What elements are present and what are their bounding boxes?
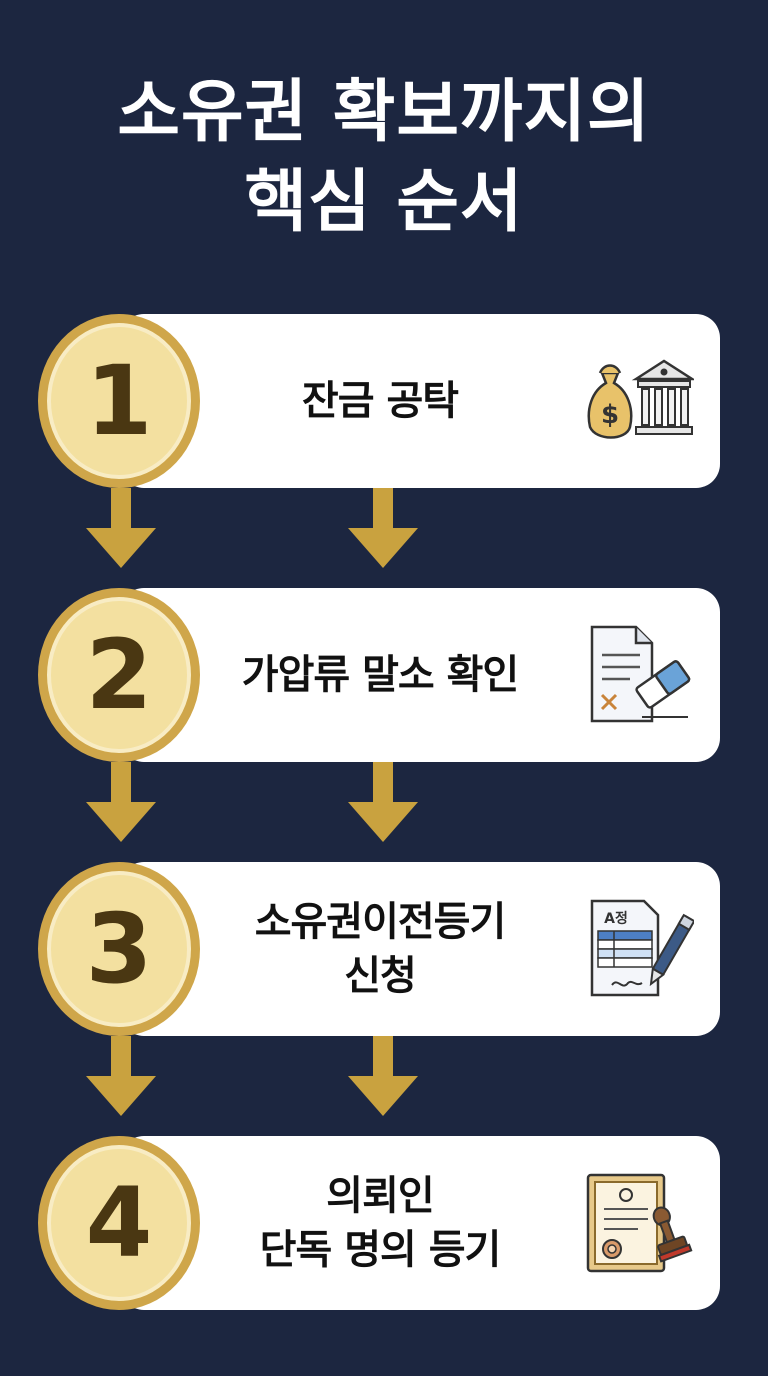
step-number-badge-1: 1 [38,314,200,488]
step-card-2: 가압류 말소 확인 [120,588,720,762]
step-card-3: 소유권이전등기 신청 A정 [120,862,720,1036]
step-number-badge-2: 2 [38,588,200,762]
down-arrow-icon [86,762,156,842]
application-form-pen-icon: A정 [590,899,694,997]
down-arrow-icon [348,762,418,842]
document-eraser-icon [590,625,691,723]
step-number-badge-4: 4 [38,1136,200,1310]
step-label-line: 의뢰인 [326,1173,434,1219]
step-number: 3 [85,893,153,1005]
down-arrow-icon [86,1036,156,1116]
step-label: 의뢰인 단독 명의 등기 [190,1136,570,1310]
svg-text:$: $ [601,400,619,430]
step-number: 1 [85,345,153,457]
certificate-stamp-icon [586,1173,693,1273]
title-line-1: 소유권 확보까지의 [117,73,651,152]
step-label-line: 소유권이전등기 [254,899,507,945]
step-number: 4 [85,1167,153,1279]
down-arrow-icon [348,1036,418,1116]
down-arrow-icon [86,488,156,568]
money-bag-bank-icon: $ [587,359,694,439]
step-number: 2 [85,619,153,731]
title-line-2: 핵심 순서 [244,163,524,242]
step-label-line: 잔금 공탁 [301,378,459,424]
page-title: 소유권 확보까지의 핵심 순서 [0,68,768,248]
step-card-4: 의뢰인 단독 명의 등기 [120,1136,720,1310]
step-label: 소유권이전등기 신청 [190,862,570,1036]
step-number-badge-3: 3 [38,862,200,1036]
step-card-1: 잔금 공탁 $ [120,314,720,488]
form-header-text: A정 [604,910,628,927]
step-label-line: 가압류 말소 확인 [241,652,519,698]
step-label-line: 단독 명의 등기 [259,1227,502,1273]
step-label: 잔금 공탁 [190,314,570,488]
step-label-line: 신청 [344,953,417,999]
down-arrow-icon [348,488,418,568]
step-label: 가압류 말소 확인 [190,588,570,762]
